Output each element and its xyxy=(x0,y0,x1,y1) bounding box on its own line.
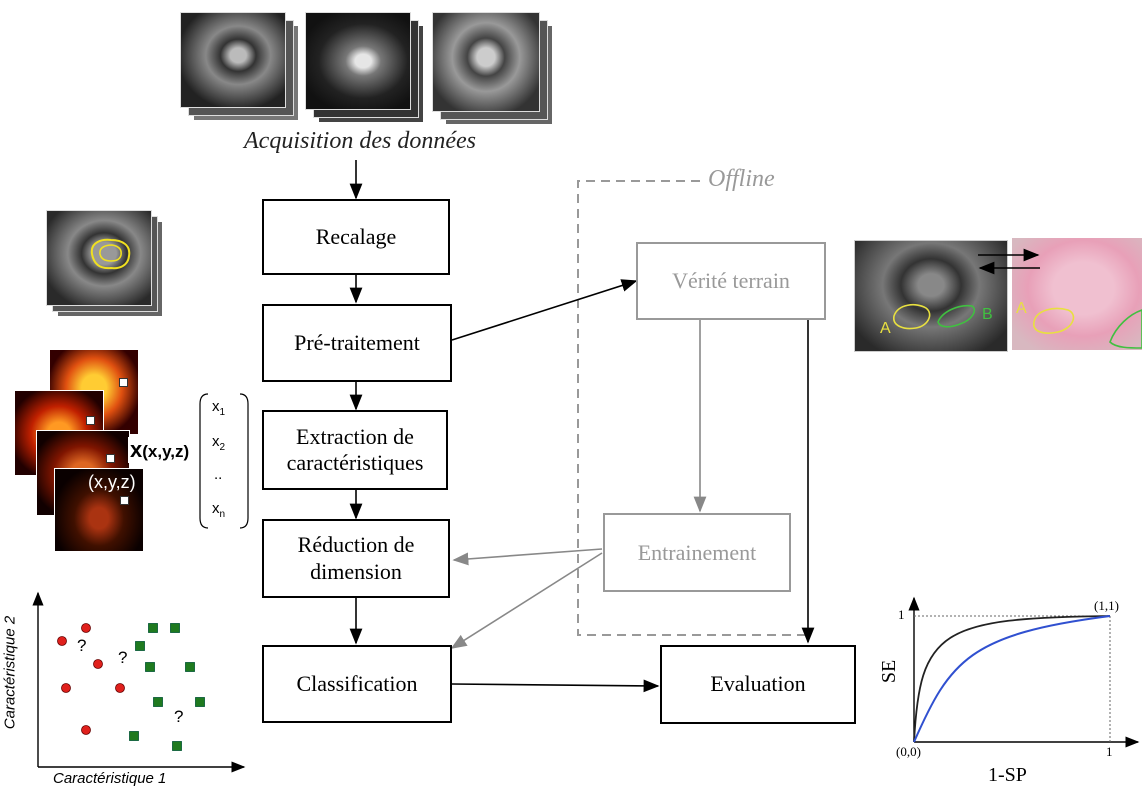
roc-curve xyxy=(913,615,1111,743)
voxel-coords: (x,y,z) xyxy=(142,442,190,461)
roc-origin-label: (0,0) xyxy=(896,744,921,759)
evaluation-text: Evaluation xyxy=(710,671,806,697)
entrainement-box: Entrainement xyxy=(603,513,791,592)
vector-x1: x1 xyxy=(212,398,225,418)
scatter-xlabel: Caractéristique 1 xyxy=(53,770,167,787)
scatter-green-point xyxy=(135,641,145,651)
scatter-green-point xyxy=(170,623,180,633)
classification-box: Classification xyxy=(262,645,452,723)
mri-lesion-contours xyxy=(893,303,976,330)
x2-sub: 2 xyxy=(219,442,226,453)
voxel-marker-1 xyxy=(119,378,128,387)
scatter-green-point xyxy=(172,741,182,751)
pretraitement-box: Pré-traitement xyxy=(262,304,452,382)
registration-double-arrow xyxy=(978,248,1040,275)
voxel-marker-2 xyxy=(86,416,95,425)
xn-sub: n xyxy=(219,509,226,520)
mri-stack-dce xyxy=(432,12,556,127)
offline-label: Offline xyxy=(708,166,775,192)
vector-brackets xyxy=(199,393,249,529)
scatter-red-point xyxy=(57,636,67,646)
acquisition-label: Acquisition des données xyxy=(244,128,476,154)
lesion-label-a-mri: A xyxy=(880,320,891,337)
reduction-text-2: dimension xyxy=(310,558,402,584)
roc-corner-label: (1,1) xyxy=(1094,598,1119,613)
mri-ground-truth-image xyxy=(854,240,1008,352)
histology-lesion-contours xyxy=(1033,307,1142,349)
roc-plot xyxy=(908,596,1140,748)
parametric-map-stack: (x,y,z) xyxy=(14,350,144,552)
vector-dots: .. xyxy=(214,466,223,483)
scatter-unknown-1: ? xyxy=(77,636,87,655)
extraction-text-1: Extraction de xyxy=(296,423,414,449)
voxel-vector-label: x(x,y,z) xyxy=(128,437,192,463)
x1-text: x xyxy=(212,398,220,415)
extraction-text-2: caractéristiques xyxy=(286,450,424,475)
mri-stack-t2 xyxy=(180,12,300,122)
registration-mri-stack xyxy=(46,210,164,318)
mri-stack-dwi xyxy=(305,12,425,124)
pretraitement-text: Pré-traitement xyxy=(294,329,420,355)
lesion-label-a-histology: A xyxy=(1016,300,1027,317)
classification-text: Classification xyxy=(296,670,418,696)
vector-xn: xn xyxy=(212,500,225,520)
scatter-green-point xyxy=(145,662,155,672)
recalage-text: Recalage xyxy=(315,223,397,249)
entrainement-text: Entrainement xyxy=(637,539,757,565)
lesion-label-b-mri: B xyxy=(982,306,993,323)
scatter-green-point xyxy=(153,697,163,707)
xn-text: x xyxy=(212,500,220,517)
evaluation-box: Evaluation xyxy=(660,645,856,724)
scatter-green-point xyxy=(148,623,158,633)
x1-sub: 1 xyxy=(219,407,226,418)
voxel-marker-4 xyxy=(120,496,129,505)
voxel-bold-x: x xyxy=(130,437,143,462)
scatter-green-point xyxy=(129,731,139,741)
scatter-red-point xyxy=(81,725,91,735)
recalage-box: Recalage xyxy=(262,199,450,275)
scatter-red-point xyxy=(81,623,91,633)
prostate-contour xyxy=(90,238,131,270)
scatter-ylabel: Caractéristique 2 xyxy=(1,615,19,730)
roc-xlabel: 1-SP xyxy=(988,764,1027,786)
verite-box: Vérité terrain xyxy=(636,242,826,320)
scatter-green-point xyxy=(195,697,205,707)
scatter-unknown-2: ? xyxy=(118,648,128,667)
scatter-green-point xyxy=(185,662,195,672)
voxel-coords-on-image: (x,y,z) xyxy=(88,472,136,492)
reduction-text-1: Réduction de xyxy=(297,532,415,558)
voxel-marker-3 xyxy=(106,454,115,463)
scatter-red-point xyxy=(115,683,125,693)
scatter-plot xyxy=(32,591,246,773)
roc-ylabel: SE xyxy=(878,659,901,684)
verite-text: Vérité terrain xyxy=(672,268,790,293)
vector-x2: x2 xyxy=(212,433,225,453)
scatter-unknown-3: ? xyxy=(174,707,184,726)
reduction-box: Réduction de dimension xyxy=(262,519,450,598)
scatter-red-point xyxy=(93,659,103,669)
extraction-box: Extraction de caractéristiques xyxy=(262,410,448,490)
x2-text: x xyxy=(212,433,220,450)
roc-tick-y: 1 xyxy=(898,607,905,622)
roc-tick-x: 1 xyxy=(1106,744,1113,759)
scatter-red-point xyxy=(61,683,71,693)
